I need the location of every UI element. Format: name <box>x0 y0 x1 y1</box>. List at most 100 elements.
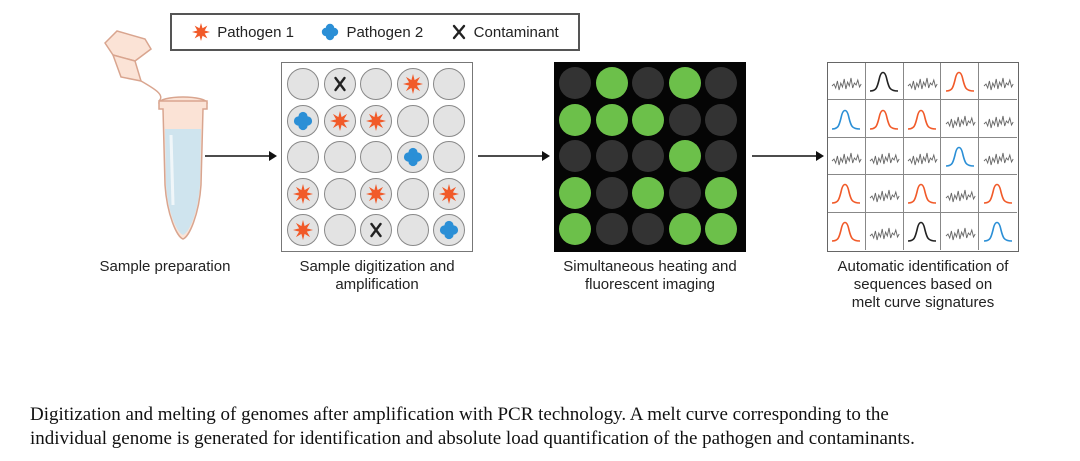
melt-cell-peak-black <box>904 212 942 250</box>
well-empty <box>287 68 319 100</box>
melt-cell-noise <box>865 137 904 176</box>
melt-cell-peak-orange <box>828 212 866 250</box>
well-pathogen1 <box>433 177 465 210</box>
fluorescent-dot-off <box>595 213 628 245</box>
fluorescent-dot-off <box>705 140 737 172</box>
melt-cell-noise <box>941 175 980 213</box>
starburst-icon <box>366 183 386 204</box>
fluorescent-dot-on <box>705 176 737 209</box>
starburst-icon <box>329 110 350 131</box>
fluorescent-dot-on <box>632 176 664 209</box>
melt-cell-peak-orange <box>903 100 942 138</box>
fluorescent-dot-off <box>559 67 591 99</box>
fluorescent-dot-on <box>705 213 737 245</box>
melt-cell-peak-blue <box>979 213 1017 250</box>
melt-peak-icon <box>832 184 861 205</box>
well-empty <box>433 104 465 137</box>
blob-icon <box>439 220 459 240</box>
melt-cell-noise <box>903 63 942 101</box>
blob-icon <box>293 111 313 130</box>
noise-trace-icon <box>983 78 1014 91</box>
well-empty <box>323 177 356 210</box>
melt-cell-peak-blue <box>828 100 866 138</box>
well-empty <box>323 214 356 246</box>
legend-item-contaminant: Contaminant <box>450 23 559 41</box>
well-empty <box>360 68 392 100</box>
melt-peak-icon <box>870 109 899 130</box>
well-empty <box>396 104 429 137</box>
fluorescent-dot-on <box>595 67 628 99</box>
noise-trace-icon <box>945 228 976 241</box>
fluorescent-dot-off <box>632 140 664 172</box>
fluorescent-dot-on <box>559 176 591 209</box>
fluorescent-dot-on <box>559 103 591 136</box>
well-pathogen1 <box>287 214 319 246</box>
melt-peak-icon <box>984 184 1013 205</box>
starburst-icon <box>366 110 386 131</box>
noise-trace-icon <box>983 152 1014 166</box>
well-pathogen1 <box>323 104 356 137</box>
legend-label: Contaminant <box>473 23 559 41</box>
well-contaminant <box>323 68 356 100</box>
melt-cell-peak-blue <box>941 137 980 176</box>
arrow-icon <box>205 151 277 161</box>
starburst-icon <box>191 22 211 42</box>
arrow-icon <box>752 151 824 161</box>
noise-trace-icon <box>869 152 900 166</box>
starburst-icon <box>293 183 313 204</box>
noise-trace-icon <box>869 190 900 203</box>
well-empty <box>396 214 429 246</box>
legend-item-pathogen-2: Pathogen 2 <box>320 22 423 42</box>
melt-cell-noise <box>865 175 904 213</box>
melt-cell-noise <box>866 212 904 250</box>
melt-cell-peak-orange <box>828 175 866 213</box>
noise-trace-icon <box>945 115 976 128</box>
starburst-icon <box>293 220 313 240</box>
x-mark-icon <box>450 23 468 41</box>
fluorescent-dot-on <box>632 103 664 136</box>
legend-item-pathogen-1: Pathogen 1 <box>191 22 294 42</box>
melt-peak-icon <box>870 71 899 92</box>
well-pathogen1 <box>360 104 392 137</box>
fluorescent-dot-off <box>668 176 701 209</box>
fluorescent-dot-off <box>668 103 701 136</box>
fluorescent-dot-on <box>668 140 701 172</box>
melt-cell-peak-orange <box>941 63 980 101</box>
well-empty <box>396 177 429 210</box>
step-caption-imaging: Simultaneous heating and fluorescent ima… <box>563 258 737 293</box>
well-pathogen1 <box>287 177 319 210</box>
legend: Pathogen 1 Pathogen 2 Contaminant <box>170 13 580 51</box>
blob-icon <box>320 22 340 42</box>
noise-trace-icon <box>832 152 862 166</box>
step-caption-digitization: Sample digitization and amplification <box>299 258 455 293</box>
fluorescent-dot-off <box>559 140 591 172</box>
well-empty <box>433 68 465 100</box>
melt-peak-icon <box>945 71 974 92</box>
well-pathogen2 <box>396 141 429 173</box>
fluorescent-dot-off <box>632 213 664 245</box>
melt-peak-icon <box>984 221 1013 243</box>
melt-peak-icon <box>907 221 937 243</box>
well-contaminant <box>360 214 392 246</box>
well-pathogen1 <box>360 177 392 210</box>
starburst-icon <box>402 74 423 94</box>
blob-icon <box>403 147 422 167</box>
x-mark-icon <box>370 222 382 238</box>
noise-trace-icon <box>945 190 976 203</box>
well-pathogen2 <box>433 214 465 246</box>
fluorescent-dot-off <box>632 67 664 99</box>
melt-peak-icon <box>945 146 974 167</box>
melt-peak-icon <box>907 109 937 130</box>
noise-trace-icon <box>983 115 1014 128</box>
melt-cell-noise <box>979 138 1017 176</box>
tube-icon <box>104 30 208 240</box>
fluorescent-dot-on <box>668 213 701 245</box>
fluorescence-image <box>554 62 746 252</box>
fluorescent-dot-off <box>705 103 737 136</box>
starburst-icon <box>439 183 459 204</box>
melt-cell-peak-orange <box>903 175 942 213</box>
melt-peak-icon <box>832 221 861 243</box>
fluorescent-dot-off <box>595 140 628 172</box>
melt-cell-noise <box>828 137 866 176</box>
legend-label: Pathogen 1 <box>217 23 294 41</box>
